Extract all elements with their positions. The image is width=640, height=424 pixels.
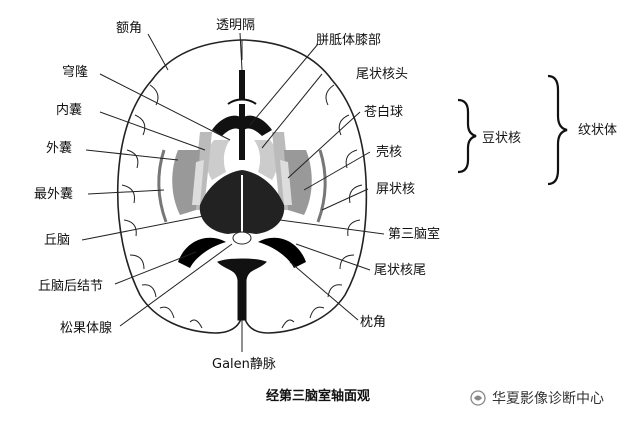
lentiform-brace xyxy=(457,98,477,174)
galen-shape xyxy=(217,258,267,321)
pulvinar-right xyxy=(258,237,306,268)
label-globus-pallidus: 苍白球 xyxy=(364,104,403,120)
figure-caption: 经第三脑室轴面观 xyxy=(266,388,370,404)
label-third-ventricle: 第三脑室 xyxy=(388,226,440,242)
grouping: 豆状核 纹状体 xyxy=(457,74,617,186)
septum-top xyxy=(227,98,257,105)
gyri-left xyxy=(121,84,203,329)
label-extreme-capsule: 最外囊 xyxy=(34,186,73,202)
label-lentiform: 豆状核 xyxy=(482,131,521,146)
label-septum: 透明隔 xyxy=(216,18,255,33)
caudate-head-left xyxy=(206,140,230,180)
label-external-capsule: 外囊 xyxy=(46,140,72,156)
label-occipital-horn: 枕角 xyxy=(360,315,386,330)
label-thalamus: 丘脑 xyxy=(44,233,70,248)
pallidus-right xyxy=(280,160,292,205)
label-putamen: 壳核 xyxy=(376,145,402,160)
pallidus-left xyxy=(192,160,204,205)
deep-structures xyxy=(157,70,327,335)
label-pulvinar: 丘脑后结节 xyxy=(38,279,103,294)
label-galen-vein: Galen静脉 xyxy=(212,357,276,372)
claustrum-left xyxy=(157,149,168,223)
septum-shape xyxy=(239,70,245,160)
label-caudate-tail: 尾状核尾 xyxy=(374,263,426,278)
label-pineal: 松果体腺 xyxy=(60,321,112,336)
pulvinar-left xyxy=(178,237,226,268)
watermark: 华夏影像诊断中心 xyxy=(470,390,604,407)
striatum-brace xyxy=(547,74,568,186)
claustrum-right xyxy=(316,149,327,223)
label-claustrum: 屏状核 xyxy=(376,182,415,197)
watermark-text: 华夏影像诊断中心 xyxy=(492,391,604,407)
caudate-head-right xyxy=(254,140,278,180)
leader-lines xyxy=(81,32,385,352)
gyri-right xyxy=(281,84,363,329)
label-caudate-head: 尾状核头 xyxy=(356,67,408,82)
label-genu: 胼胝体膝部 xyxy=(316,33,381,48)
structure-labels: 额角 透明隔 胼胝体膝部 穹隆 尾状核头 内囊 苍白球 外囊 壳核 最外囊 屏状… xyxy=(34,18,440,372)
label-fornix: 穹隆 xyxy=(62,64,88,80)
label-internal-capsule: 内囊 xyxy=(56,102,82,118)
label-striatum: 纹状体 xyxy=(578,123,617,138)
label-forceps-minor: 额角 xyxy=(116,21,142,36)
watermark-logo-mark xyxy=(474,395,482,401)
pineal-shape xyxy=(232,231,252,245)
watermark-logo-icon xyxy=(470,390,486,406)
